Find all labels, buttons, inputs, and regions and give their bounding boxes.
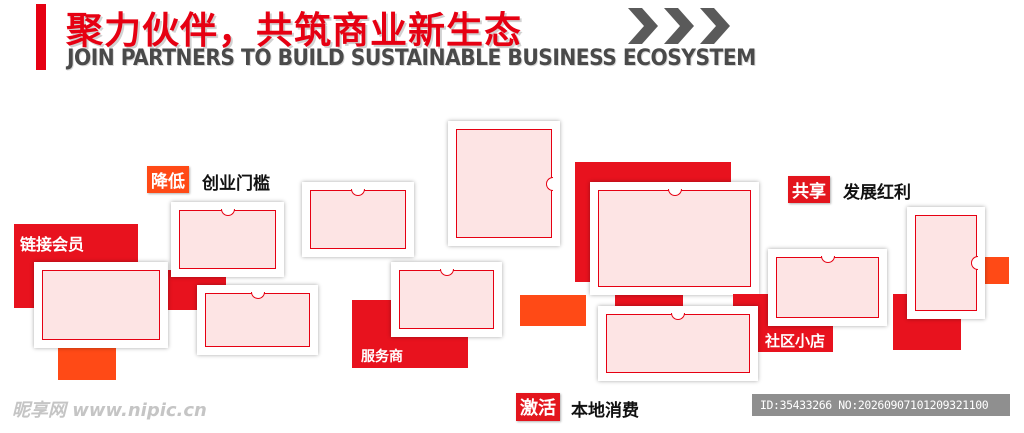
frame-notch bbox=[820, 256, 835, 263]
frame-notch bbox=[250, 292, 265, 299]
community-stores-label: 社区小店 bbox=[765, 332, 826, 350]
frame-notch bbox=[971, 256, 978, 270]
page-title: 聚力伙伴，共筑商业新生态 bbox=[66, 9, 522, 52]
frame-notch bbox=[546, 176, 553, 191]
frame-notch bbox=[220, 209, 235, 216]
header-accent-bar bbox=[36, 4, 46, 70]
page-subtitle: JOIN PARTNERS TO BUILD SUSTAINABLE BUSIN… bbox=[67, 45, 756, 71]
image-id-bar: ID:35433266 NO:20260907101209321100 bbox=[752, 394, 1010, 416]
chevron-right-icon bbox=[700, 8, 730, 44]
link-members-label: 链接会员 bbox=[20, 235, 85, 254]
watermark-text: 昵享网 www.nipic.cn bbox=[12, 400, 207, 421]
photo-frame bbox=[302, 182, 414, 257]
chevron-right-icon bbox=[664, 8, 694, 44]
decor-orange-block bbox=[58, 346, 116, 380]
photo-frame bbox=[598, 306, 758, 381]
photo-frame bbox=[391, 262, 502, 337]
photo-frame bbox=[197, 285, 318, 355]
tag-share: 共享 bbox=[788, 176, 830, 203]
activate-text: 本地消费 bbox=[571, 401, 639, 421]
tag-lower: 降低 bbox=[147, 166, 189, 193]
chevron-right-icon bbox=[628, 8, 658, 44]
frame-notch bbox=[351, 189, 365, 196]
photo-frame bbox=[448, 121, 560, 246]
decor-orange-block bbox=[982, 257, 1009, 284]
lower-text: 创业门槛 bbox=[202, 174, 270, 194]
share-text: 发展红利 bbox=[843, 183, 911, 203]
photo-frame bbox=[34, 262, 168, 348]
photo-frame bbox=[907, 207, 985, 319]
service-providers-label: 服务商 bbox=[361, 349, 403, 365]
frame-notch bbox=[439, 269, 454, 276]
photo-frame bbox=[768, 249, 887, 326]
tag-activate: 激活 bbox=[516, 393, 560, 421]
decor-orange-block bbox=[520, 295, 586, 326]
photo-frame bbox=[590, 182, 759, 295]
frame-notch bbox=[671, 313, 685, 320]
photo-frame bbox=[171, 202, 284, 277]
frame-notch bbox=[667, 189, 682, 196]
